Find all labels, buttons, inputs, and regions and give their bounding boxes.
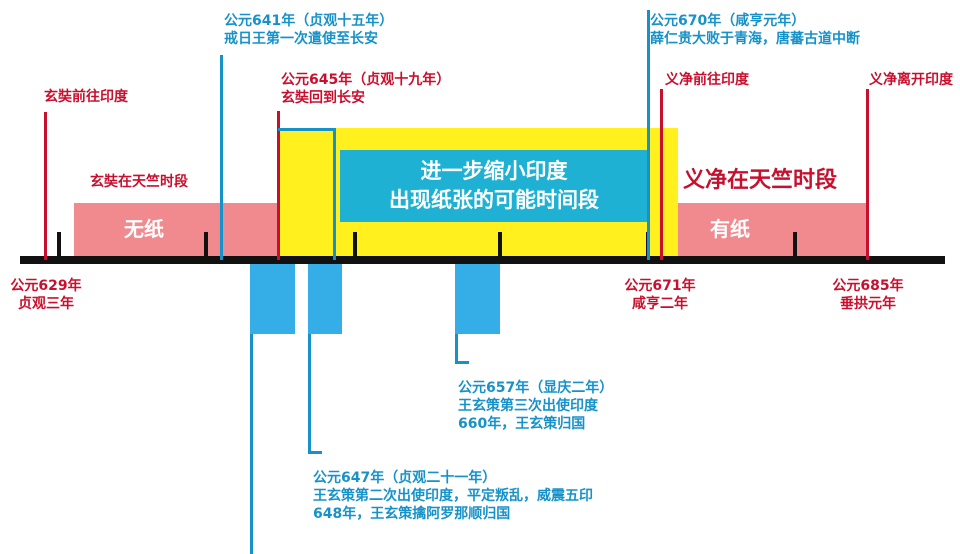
axis-tick	[498, 232, 502, 256]
event-670-text: 公元670年（咸亨元年） 薛仁贵大败于青海，唐蕃古道中断	[650, 12, 860, 48]
xuanzang-period-label: 玄奘在天竺时段	[90, 174, 188, 190]
axis-label-685: 公元685年 垂拱元年	[822, 277, 914, 313]
has-paper-label: 有纸	[710, 217, 750, 241]
axis-label-671-line1: 公元671年	[624, 278, 696, 294]
axis-tick	[57, 232, 61, 256]
xuanzang-return-line	[277, 111, 280, 260]
xuanzang-depart-line	[44, 112, 47, 260]
no-paper-label: 无纸	[124, 217, 164, 241]
event-670-line1: 公元670年（咸亨元年）	[650, 13, 806, 29]
event-641-line2: 戒日王第一次遣使至长安	[224, 31, 378, 47]
yijing-leave-line	[866, 89, 869, 260]
wang-xuance-third-mission-bar	[455, 264, 500, 334]
event-641-line1: 公元641年（贞观十五年）	[224, 13, 394, 29]
event-647-line1: 公元647年（贞观二十一年）	[313, 470, 497, 486]
axis-label-629-line2: 贞观三年	[18, 296, 74, 312]
event-657-line1: 公元657年（显庆二年）	[458, 380, 614, 396]
axis-tick	[204, 232, 208, 256]
e647-connector-v	[308, 334, 311, 454]
event-657-line2: 王玄策第三次出使印度	[458, 398, 598, 414]
no-paper-band	[74, 203, 278, 256]
axis-label-685-line2: 垂拱元年	[840, 296, 896, 312]
event-645-text: 公元645年（贞观十九年） 玄奘回到长安	[281, 71, 450, 107]
yijing-go-label: 义净前往印度	[665, 72, 749, 88]
axis-label-629: 公元629年 贞观三年	[0, 277, 92, 313]
yijing-depart-line	[660, 89, 663, 260]
event-670-line2: 薛仁贵大败于青海，唐蕃古道中断	[650, 31, 860, 47]
e645-bracket-v	[333, 128, 336, 260]
event-647-text: 公元647年（贞观二十一年） 王玄策第二次出使印度，平定叛乱，威震五印 648年…	[313, 469, 593, 523]
e645-bracket-h	[278, 128, 336, 131]
yijing-period-label: 义净在天竺时段	[683, 168, 838, 193]
axis-label-671-line2: 咸亨二年	[632, 296, 688, 312]
e657-connector-h	[455, 361, 469, 364]
e647-connector-h	[308, 451, 322, 454]
event-657-text: 公元657年（显庆二年） 王玄策第三次出使印度 660年，王玄策归国	[458, 379, 613, 433]
event-645-line2: 玄奘回到长安	[281, 90, 365, 106]
timeline-axis	[20, 256, 945, 264]
has-paper-band	[678, 203, 868, 256]
event-641-text: 公元641年（贞观十五年） 戒日王第一次遣使至长安	[224, 12, 393, 48]
event-645-line1: 公元645年（贞观十九年）	[281, 72, 451, 88]
e641-line	[220, 55, 223, 260]
event-657-line3: 660年，王玄策归国	[458, 416, 586, 432]
xuanzang-go-label: 玄奘前往印度	[44, 89, 128, 105]
yijing-leave-label: 义净离开印度	[869, 72, 953, 88]
e657-connector-v	[455, 334, 458, 364]
narrowed-period-line2: 出现纸张的可能时间段	[389, 188, 599, 212]
first-mission-connector	[250, 334, 253, 554]
axis-label-671: 公元671年 咸亨二年	[614, 277, 706, 313]
event-647-line3: 648年，王玄策擒阿罗那顺归国	[313, 506, 511, 522]
wang-xuance-first-mission-bar	[250, 264, 295, 334]
narrowed-period-line1: 进一步缩小印度	[420, 159, 568, 183]
narrowed-period-box	[340, 150, 648, 222]
axis-label-685-line1: 公元685年	[832, 278, 904, 294]
e670-line	[647, 10, 650, 260]
axis-label-629-line1: 公元629年	[10, 278, 82, 294]
wang-xuance-second-mission-bar	[308, 264, 342, 334]
axis-tick	[353, 232, 357, 256]
axis-tick	[793, 232, 797, 256]
event-647-line2: 王玄策第二次出使印度，平定叛乱，威震五印	[313, 488, 593, 504]
